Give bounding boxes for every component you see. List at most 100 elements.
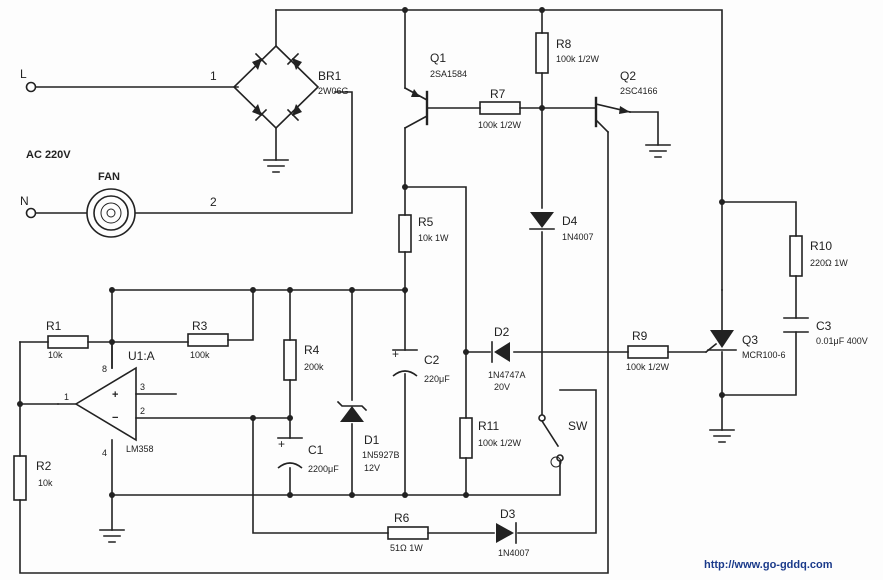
label-r10-value: 220Ω 1W: [810, 258, 848, 268]
label-r7: R7: [490, 87, 506, 101]
watermark-url: http://www.go-gddq.com: [704, 559, 833, 571]
wire-top-rail: [275, 9, 723, 291]
label-d4-value: 1N4007: [562, 232, 594, 242]
label-pin1: 1: [64, 392, 69, 402]
label-r6-value: 51Ω 1W: [390, 543, 423, 553]
label-q2-value: 2SC4166: [620, 86, 658, 96]
label-r1-value: 10k: [48, 350, 63, 360]
diode-d2: [491, 341, 510, 363]
wire-gnd-rail: [111, 461, 561, 496]
label-fan: FAN: [98, 171, 120, 183]
resistor-r10: [789, 235, 803, 277]
label-r5-value: 10k 1W: [418, 233, 449, 243]
label-q1-value: 2SA1584: [430, 69, 467, 79]
resistor-r9: [627, 345, 669, 359]
opamp-u1: [57, 366, 177, 442]
label-d2: D2: [494, 325, 510, 339]
resistor-r2: [13, 455, 27, 501]
terminal-l: [25, 81, 37, 93]
diode-d4: [529, 212, 555, 230]
resistor-r5: [398, 214, 412, 253]
label-r9-value: 100k 1/2W: [626, 362, 670, 372]
label-r3: R3: [192, 319, 208, 333]
label-r4-value: 200k: [304, 362, 324, 372]
label-d3-value: 1N4007: [498, 548, 530, 558]
capacitor-c1: [277, 437, 303, 469]
label-q3-value: MCR100-6: [742, 350, 786, 360]
label-q2: Q2: [620, 69, 636, 83]
label-c3-value: 0.01μF 400V: [816, 336, 868, 346]
wire-r10-top: [721, 201, 797, 237]
label-n: N: [20, 194, 29, 208]
label-r8: R8: [556, 37, 572, 51]
resistor-r4: [283, 339, 297, 381]
label-r9: R9: [632, 329, 648, 343]
label-d1: D1: [364, 433, 380, 447]
label-r10: R10: [810, 239, 832, 253]
wires: [19, 9, 797, 574]
label-r4: R4: [304, 343, 320, 357]
resistor-r8: [535, 32, 549, 74]
label-q1: Q1: [430, 51, 446, 65]
wire-r6-left: [252, 417, 389, 534]
label-l: L: [20, 67, 27, 81]
wire-c2-r11: [404, 186, 467, 419]
label-r11: R11: [478, 419, 499, 433]
label-d3: D3: [500, 507, 516, 521]
label-sw: SW: [568, 419, 588, 433]
label-wire2: 2: [210, 195, 217, 209]
label-r5: R5: [418, 215, 434, 229]
label-pin8: 8: [102, 364, 107, 374]
resistor-r7: [479, 101, 521, 115]
label-d1-value: 1N5927B: [362, 450, 400, 460]
label-opamp-plus: +: [112, 389, 118, 401]
capacitor-c3: [783, 317, 809, 333]
label-r2-value: 10k: [38, 478, 53, 488]
label-d1-value2: 12V: [364, 463, 380, 473]
label-d2-value2: 20V: [494, 382, 510, 392]
label-c3: C3: [816, 319, 832, 333]
wire-c3-bottom: [721, 331, 797, 396]
wire-fan-to-bridge: [135, 91, 353, 214]
resistor-r3: [187, 333, 229, 347]
label-c2: C2: [424, 353, 440, 367]
scr-q3: [704, 330, 737, 354]
label-c1: C1: [308, 443, 324, 457]
wire-r3-right: [227, 289, 254, 341]
label-d4: D4: [562, 214, 578, 228]
ground-bridge: [263, 159, 289, 173]
label-r6: R6: [394, 511, 410, 525]
wire-d3-sw: [517, 389, 597, 534]
switch-sw: [538, 414, 564, 468]
bridge-rectifier-br1: [232, 44, 320, 130]
fan-symbol: [86, 188, 136, 238]
ground-q3: [709, 429, 735, 443]
resistor-r1: [47, 335, 89, 349]
label-r7-value: 100k 1/2W: [478, 120, 522, 130]
label-pin4: 4: [102, 448, 107, 458]
junctions: [17, 7, 725, 498]
label-pin3: 3: [140, 382, 145, 392]
resistor-r11: [459, 417, 473, 459]
label-r1: R1: [46, 319, 62, 333]
label-ac: AC 220V: [26, 149, 71, 161]
terminal-n: [25, 207, 37, 219]
label-r3-value: 100k: [190, 350, 210, 360]
label-q3: Q3: [742, 333, 758, 347]
label-r2: R2: [36, 459, 52, 473]
label-r8-value: 100k 1/2W: [556, 54, 600, 64]
label-br1-value: 2W06G: [318, 86, 349, 96]
label-r11-value: 100k 1/2W: [478, 438, 522, 448]
c1-plus-sign: +: [278, 437, 285, 451]
label-u1-value: LM358: [126, 444, 154, 454]
transistor-q2: [594, 96, 631, 134]
label-wire1: 1: [210, 69, 217, 83]
wire-q2-emitter: [629, 111, 659, 146]
label-c2-value: 220μF: [424, 374, 450, 384]
resistor-r6: [387, 526, 429, 540]
label-d2-value: 1N4747A: [488, 370, 526, 380]
c2-plus-sign: +: [392, 347, 399, 361]
label-opamp-minus: −: [112, 412, 118, 424]
label-pin2: 2: [140, 406, 145, 416]
